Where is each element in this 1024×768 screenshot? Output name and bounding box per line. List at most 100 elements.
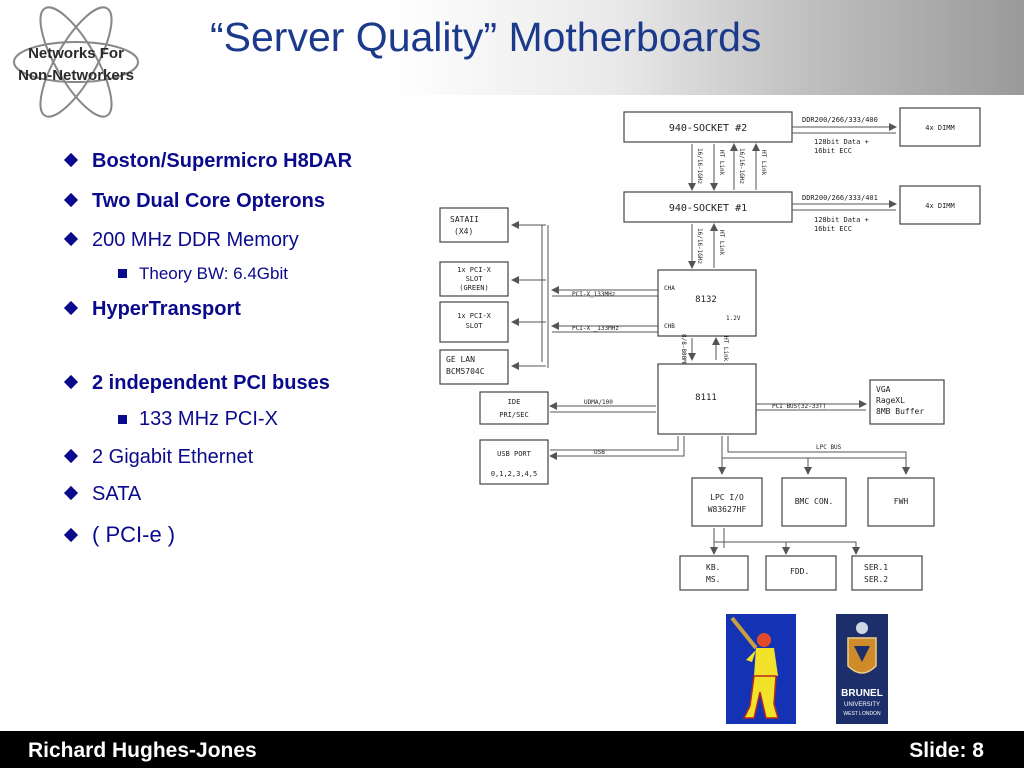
sata-box [439,207,509,243]
pcix-slot-2-label-1: 1x PCI-X [457,312,492,320]
ide-label-2: PRI/SEC [499,411,529,419]
lpc-io-label-2: W83627HF [708,505,747,514]
ht-link-label: HT Link [760,150,767,176]
bullet-text: 2 independent PCI buses [92,372,330,394]
ide-box [479,391,549,425]
diamond-bullet-icon [63,231,79,247]
ge-lan-label-1: GE LAN [446,355,475,364]
vga-label-2: RageXL [876,396,905,405]
pcix-slot-1-label-2: SLOT [466,275,484,283]
footer-bar: Richard Hughes-Jones Slide: 8 [0,731,1024,768]
ser-1-label: SER.1 [864,563,888,572]
sata-label-1: SATAII [450,215,479,224]
baseball-player-image [726,614,796,724]
brunel-university-crest: BRUNEL UNIVERSITY WEST LONDON [836,614,888,724]
chip-8132-box [657,269,757,337]
channel-b-label: CHB [664,323,675,330]
voltage-label: 1.2V [726,315,741,322]
ms-label: MS. [706,575,720,584]
kb-ms-box [679,555,749,591]
ht-link-label: HT Link [718,150,725,176]
vga-label-3: 8MB Buffer [876,407,924,416]
vga-label-1: VGA [876,385,891,394]
square-bullet-icon [118,415,127,424]
square-bullet-icon [118,269,127,278]
sata-label-2: (X4) [454,227,473,236]
logo-line-1: Networks For [28,45,124,62]
diamond-bullet-icon [63,527,79,543]
bullet-item: HyperTransport [63,298,241,321]
dimm-mid-box [899,185,981,225]
ht-link-label: 16/16-1GHz [696,228,703,265]
usb-port-label-1: USB PORT [497,450,532,458]
ddr-mid-label: DDR200/266/333/401 [802,194,878,202]
pcix-bus-a-label: PCI-X_133MHz [572,291,616,298]
diamond-bullet-icon [63,448,79,464]
channel-a-label: CHA [664,285,675,292]
slide-title: “Server Quality” Motherboards [210,14,762,60]
diamond-bullet-icon [63,485,79,501]
pci-bus-label: PCI BUS(32-33T) [772,403,826,410]
diamond-bullet-icon [63,192,79,208]
pcix-slot-1-box [439,261,509,297]
bullet-text: Theory BW: 6.4Gbit [139,264,288,283]
socket-2-label: 940-SOCKET #2 [669,123,747,134]
fdd-box [765,555,837,591]
diamond-bullet-icon [63,152,79,168]
brunel-line-3: WEST LONDON [843,711,881,717]
bullet-item: ( PCI-e ) [63,522,176,548]
serial-box [851,555,923,591]
lpc-bus-label: LPC BUS [816,444,842,451]
bullet-text: SATA [92,483,142,505]
ge-lan-label-2: BCM5704C [446,367,485,376]
usb-port-label-2: 0,1,2,3,4,5 [491,470,537,478]
bullet-item: 2 Gigabit Ethernet [63,446,254,469]
udma-label: UDMA/100 [584,399,613,406]
bmc-con-box [781,477,847,527]
logo-line-2: Non-Networkers [18,67,134,84]
diamond-bullet-icon [63,374,79,390]
data-top-line-2: 16bit ECC [814,147,852,155]
fwh-box [867,477,935,527]
bullet-text: ( PCI-e ) [92,522,176,547]
usb-bus-label: USB [594,449,605,456]
bullet-text: HyperTransport [92,298,241,320]
bullet-text: Boston/Supermicro H8DAR [92,150,353,172]
bullet-item: 200 MHz DDR Memory [63,229,299,252]
pcix-bus-b-label: PCI-X _133MHz [572,325,619,332]
lpc-io-box [691,477,763,527]
data-top-line-1: 128bit Data + [814,138,869,146]
socket-2-box [623,111,793,143]
ge-lan-box [439,349,509,385]
motherboard-block-diagram: 940-SOCKET #2 940-SOCKET #1 4x DIMM 4x D… [439,107,981,591]
chip-8132-label: 8132 [695,295,717,305]
pcix-slot-2-label-2: SLOT [466,322,484,330]
bullet-item: Two Dual Core Opterons [63,190,325,213]
fdd-label: FDD. [790,567,809,576]
bullet-text: Two Dual Core Opterons [92,190,325,212]
sub-bullet-item: Theory BW: 6.4Gbit [118,264,288,284]
pcix-slot-1-label-3: (GREEN) [459,284,489,292]
vga-box [869,379,945,425]
dimm-top-label: 4x DIMM [925,124,955,132]
bullet-item: 2 independent PCI buses [63,372,330,395]
bullet-item: Boston/Supermicro H8DAR [63,150,353,173]
footer-author: Richard Hughes-Jones [28,739,257,762]
kb-label: KB. [706,563,720,572]
bmc-con-label: BMC CON. [795,497,834,506]
usb-port-box [479,439,549,485]
data-mid-line-2: 16bit ECC [814,225,852,233]
diamond-bullet-icon [63,300,79,316]
socket-1-label: 940-SOCKET #1 [669,203,747,214]
pcix-slot-1-label-1: 1x PCI-X [457,266,492,274]
ddr-top-label: DDR200/266/333/400 [802,116,878,124]
chip-8111-box [657,363,757,435]
bullet-text: 2 Gigabit Ethernet [92,446,254,468]
data-mid-line-1: 128bit Data + [814,216,869,224]
brunel-line-1: BRUNEL [841,688,883,699]
ht-link-label: 16/16-1GHz [738,148,745,185]
pcix-slot-2-box [439,301,509,343]
bullet-text: 200 MHz DDR Memory [92,229,299,251]
dimm-top-box [899,107,981,147]
ht-link-label: 8/8-800MHz [680,334,687,371]
